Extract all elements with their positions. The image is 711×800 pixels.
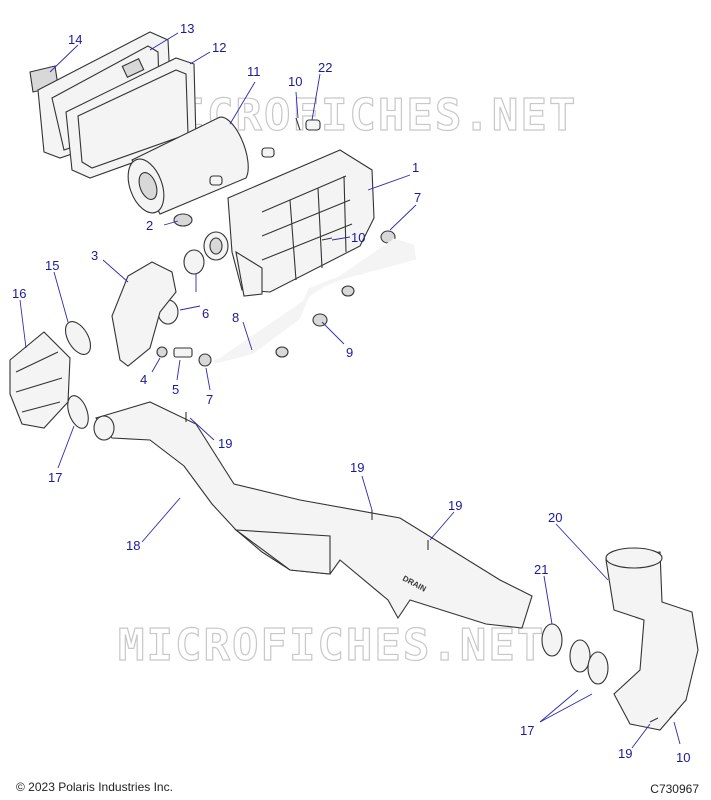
callout-17-left: 17 — [48, 470, 62, 485]
callout-19-b: 19 — [350, 460, 364, 475]
part-10-screw-b — [321, 237, 333, 241]
part-8-breather-tube — [213, 238, 417, 364]
callout-13: 13 — [180, 21, 194, 36]
part-9-clip — [312, 313, 328, 327]
callout-8: 8 — [232, 310, 239, 325]
callout-19-a: 19 — [218, 436, 232, 451]
callout-14: 14 — [68, 32, 82, 47]
part-3-intake-duct — [111, 261, 177, 367]
callout-5: 5 — [172, 382, 179, 397]
part-18-intake-duct: DRAIN — [93, 401, 533, 629]
part-22-clamp-b — [261, 147, 275, 158]
copyright-notice: © 2023 Polaris Industries Inc. — [16, 780, 173, 794]
part-16-boot — [9, 331, 71, 429]
callout-3: 3 — [91, 248, 98, 263]
callout-9: 9 — [346, 345, 353, 360]
part-11-air-filter — [127, 116, 249, 215]
part-6-clamp-a — [183, 249, 205, 275]
callout-7-top: 7 — [414, 190, 421, 205]
callout-7-bottom: 7 — [206, 392, 213, 407]
callout-labels: 1 2 3 4 5 6 7 7 8 9 10 10 10 11 12 13 14… — [12, 21, 690, 765]
callout-17-right: 17 — [520, 723, 534, 738]
part-22-clamp — [305, 119, 321, 131]
part-4-fitting — [156, 346, 168, 358]
callout-16: 16 — [12, 286, 26, 301]
callout-15: 15 — [45, 258, 59, 273]
callout-11: 11 — [247, 64, 261, 79]
part-clip — [341, 285, 355, 297]
part-19-screw-d — [649, 717, 659, 723]
callout-18: 18 — [126, 538, 140, 553]
part-22-clamp-c — [209, 175, 223, 186]
leader-lines — [19, 32, 681, 749]
callout-10-bottom: 10 — [676, 750, 690, 765]
callout-10-top: 10 — [288, 74, 302, 89]
callout-1: 1 — [412, 160, 419, 175]
part-10-screw-a — [295, 117, 301, 131]
part-1-airbox — [203, 149, 375, 297]
callout-21: 21 — [534, 562, 548, 577]
callout-6: 6 — [202, 306, 209, 321]
part-clip-b — [275, 346, 289, 358]
callout-12: 12 — [212, 40, 226, 55]
part-10-screw-c — [669, 711, 677, 719]
callout-20: 20 — [548, 510, 562, 525]
callout-19-c: 19 — [448, 498, 462, 513]
callout-2: 2 — [146, 218, 153, 233]
part-2-grommet — [173, 213, 193, 227]
part-17-clamp-b — [569, 639, 591, 673]
part-16-boot-ribs — [15, 351, 63, 413]
callout-19-d: 19 — [618, 746, 632, 761]
part-17-clamp-a — [67, 395, 89, 429]
part-5-fitting — [173, 347, 193, 358]
callout-4: 4 — [140, 372, 147, 387]
watermark-bottom: MICROFICHES.NET — [118, 620, 545, 671]
part-17-clamp-c — [587, 651, 609, 685]
part-7-clamp-b — [198, 353, 212, 367]
part-20-snorkel — [605, 547, 699, 731]
part-21-coupler — [541, 623, 563, 657]
callout-22: 22 — [318, 60, 332, 75]
figure-code: C730967 — [650, 782, 699, 796]
part-15-clamp — [64, 321, 92, 355]
callout-10-mid: 10 — [351, 230, 365, 245]
